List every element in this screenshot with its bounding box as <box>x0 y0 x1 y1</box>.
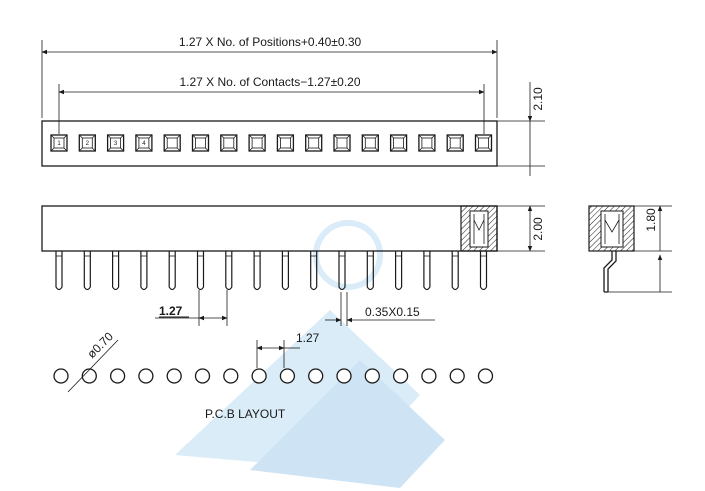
side-height-label: 2.00 <box>531 217 545 241</box>
contact-cell <box>446 134 464 152</box>
pin-size-label: 0.35X0.15 <box>365 305 420 319</box>
contact-cell <box>305 134 323 152</box>
pcb-hole <box>279 368 296 384</box>
side-pin <box>423 251 431 291</box>
contact-cell <box>333 134 351 152</box>
pin-number: 3 <box>114 141 118 147</box>
contact-cell <box>361 134 379 152</box>
side-pin <box>310 251 318 291</box>
contact-cells: 1 2 3 4 <box>50 134 493 152</box>
side-pins <box>55 251 488 291</box>
pin-number: 4 <box>142 141 146 147</box>
top-view: 1.27 X No. of Positions+0.40±0.30 1.27 X… <box>41 35 545 176</box>
pcb-layout-title: P.C.B LAYOUT <box>205 407 286 421</box>
side-pin <box>338 251 346 291</box>
pcb-hole <box>421 368 437 384</box>
side-pin <box>112 251 120 291</box>
top-height-label: 2.10 <box>531 87 545 111</box>
pcb-hole <box>392 368 409 384</box>
pcb-hole <box>477 368 494 384</box>
end-height-label: 1.80 <box>644 208 658 232</box>
pcb-hole <box>109 368 126 384</box>
pcb-layout: ø0.70 1.27 P.C.B LAYOUT <box>53 329 494 421</box>
side-pin <box>140 251 148 291</box>
side-pin <box>55 251 63 291</box>
pcb-hole <box>53 368 69 384</box>
top-body <box>41 120 498 167</box>
contact-cell <box>474 134 493 152</box>
side-view: 2.00 1.27 0.35X0.15 <box>41 205 545 326</box>
side-pin <box>366 251 374 291</box>
contact-cell: 3 <box>106 134 125 152</box>
pcb-pitch-label: 1.27 <box>296 331 320 345</box>
pcb-holes <box>53 368 494 384</box>
side-pin <box>83 251 91 291</box>
overall-length-label: 1.27 X No. of Positions+0.40±0.30 <box>179 35 362 49</box>
side-pin <box>168 251 176 291</box>
side-body <box>41 205 498 252</box>
contact-cell <box>276 134 295 152</box>
pcb-hole <box>364 368 380 384</box>
contact-cell <box>220 134 238 152</box>
contact-span-label: 1.27 X No. of Contacts−1.27±0.20 <box>179 75 360 89</box>
side-pin <box>281 251 289 291</box>
pcb-hole <box>138 368 154 384</box>
side-pin <box>395 251 403 291</box>
pitch-bold-label: 1.27 <box>159 304 183 318</box>
pcb-hole <box>81 368 97 384</box>
contact-cell: 2 <box>78 134 96 152</box>
side-pin <box>196 251 205 291</box>
contact-cell <box>191 134 210 152</box>
pcb-hole <box>308 368 324 384</box>
pcb-hole <box>251 368 267 384</box>
side-pin <box>253 251 261 291</box>
hole-diameter-label: ø0.70 <box>84 329 116 361</box>
end-view: 1.80 <box>588 205 672 293</box>
pin-number: 1 <box>57 141 61 147</box>
pcb-hole <box>166 368 182 384</box>
contact-cell <box>163 134 181 152</box>
side-pin <box>479 251 488 291</box>
side-pin <box>225 251 233 291</box>
pcb-hole <box>223 368 239 384</box>
pin-number: 2 <box>86 141 90 147</box>
watermark-logo <box>175 220 445 488</box>
pcb-hole <box>336 368 352 384</box>
contact-cell <box>248 134 266 152</box>
side-pin <box>451 251 459 291</box>
pcb-hole <box>449 368 465 384</box>
contact-cell <box>389 134 408 152</box>
contact-cell: 1 <box>50 134 68 152</box>
contact-cell <box>418 134 436 152</box>
pcb-hole <box>194 368 211 384</box>
contact-cell: 4 <box>135 134 153 152</box>
